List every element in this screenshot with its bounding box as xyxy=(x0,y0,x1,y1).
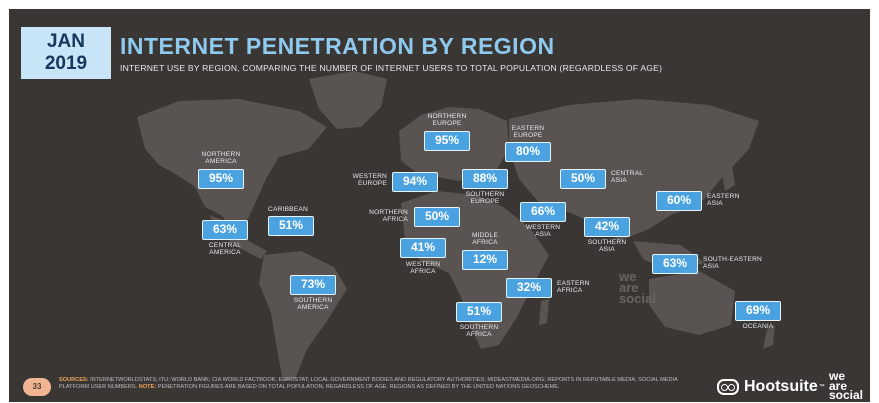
region-value-northern-europe: 95% xyxy=(424,131,470,151)
we-are-social-watermark: we are social xyxy=(619,269,656,306)
we-are-social-logo: we are social xyxy=(829,369,864,402)
region-value-southern-africa: 51% xyxy=(456,302,502,322)
slide-subtitle: INTERNET USE BY REGION, COMPARING THE NU… xyxy=(120,63,663,73)
sources-text: INTERNETWORLDSTATS; ITU; WORLD BANK; CIA… xyxy=(59,377,678,390)
region-label-southern-america: SOUTHERN AMERICA xyxy=(293,297,333,312)
region-label-northern-america: NORTHERN AMERICA xyxy=(201,151,241,166)
region-value-oceania: 69% xyxy=(735,301,781,321)
page-number: 33 xyxy=(23,378,51,396)
region-value-southern-europe: 88% xyxy=(462,169,508,189)
region-label-northern-europe: NORTHERN EUROPE xyxy=(427,113,467,128)
region-label-caribbean: CARIBBEAN xyxy=(268,206,308,213)
region-label-central-asia: CENTRAL ASIA xyxy=(611,170,644,185)
region-value-western-africa: 41% xyxy=(400,238,446,258)
region-value-western-asia: 66% xyxy=(520,202,566,222)
region-value-western-europe: 94% xyxy=(392,172,438,192)
madagascar-shape xyxy=(539,299,549,325)
trademark-symbol: ™ xyxy=(818,384,825,390)
region-label-eastern-europe: EASTERN EUROPE xyxy=(511,125,545,140)
region-label-western-europe: WESTERN EUROPE xyxy=(352,173,387,188)
region-label-south-eastern-asia: SOUTH-EASTERN ASIA xyxy=(703,256,763,271)
region-label-oceania: OCEANIA xyxy=(742,323,774,330)
region-value-caribbean: 51% xyxy=(268,216,314,236)
date-year: 2019 xyxy=(44,53,88,74)
region-value-southern-asia: 42% xyxy=(584,217,630,237)
australia-shape xyxy=(649,271,735,335)
owl-icon xyxy=(717,379,739,395)
region-value-central-asia: 50% xyxy=(560,169,606,189)
new-zealand-shape xyxy=(763,325,775,349)
africa-shape xyxy=(401,191,549,349)
region-label-eastern-asia: EASTERN ASIA xyxy=(707,193,740,208)
region-label-southern-africa: SOUTHERN AFRICA xyxy=(459,324,499,339)
region-label-central-america: CENTRAL AMERICA xyxy=(208,242,242,257)
region-label-western-africa: WESTERN AFRICA xyxy=(405,261,441,276)
north-america-shape xyxy=(137,99,327,227)
region-value-northern-africa: 50% xyxy=(414,207,460,227)
region-label-middle-africa: MIDDLE AFRICA xyxy=(471,232,499,247)
sources-footnote: SOURCES: INTERNETWORLDSTATS; ITU; WORLD … xyxy=(59,377,699,391)
region-label-northern-africa: NORTHERN AFRICA xyxy=(369,209,408,224)
region-label-eastern-africa: EASTERN AFRICA xyxy=(557,280,590,295)
region-value-central-america: 63% xyxy=(202,220,248,240)
region-value-southern-america: 73% xyxy=(290,275,336,295)
region-value-eastern-africa: 32% xyxy=(506,278,552,298)
slide-title: INTERNET PENETRATION BY REGION xyxy=(120,33,555,59)
slide: JAN 2019 INTERNET PENETRATION BY REGION … xyxy=(9,9,870,402)
hootsuite-wordmark: Hootsuite xyxy=(744,378,818,395)
region-value-south-eastern-asia: 63% xyxy=(652,254,698,274)
note-text: PENETRATION FIGURES ARE BASED ON TOTAL P… xyxy=(156,384,560,390)
region-label-western-asia: WESTERN ASIA xyxy=(525,224,561,239)
note-key: NOTE: xyxy=(138,384,157,390)
greenland-shape xyxy=(309,71,387,129)
date-month: JAN xyxy=(46,31,85,52)
region-label-southern-asia: SOUTHERN ASIA xyxy=(587,239,627,254)
date-box: JAN 2019 xyxy=(21,27,111,79)
sources-key: SOURCES: xyxy=(59,377,89,383)
region-value-middle-africa: 12% xyxy=(462,250,508,270)
region-value-eastern-asia: 60% xyxy=(656,191,702,211)
region-value-eastern-europe: 80% xyxy=(505,142,551,162)
region-value-northern-america: 95% xyxy=(198,169,244,189)
south-america-shape xyxy=(259,251,347,381)
japan-shape xyxy=(721,159,735,191)
region-label-southern-europe: SOUTHERN EUROPE xyxy=(465,191,505,206)
